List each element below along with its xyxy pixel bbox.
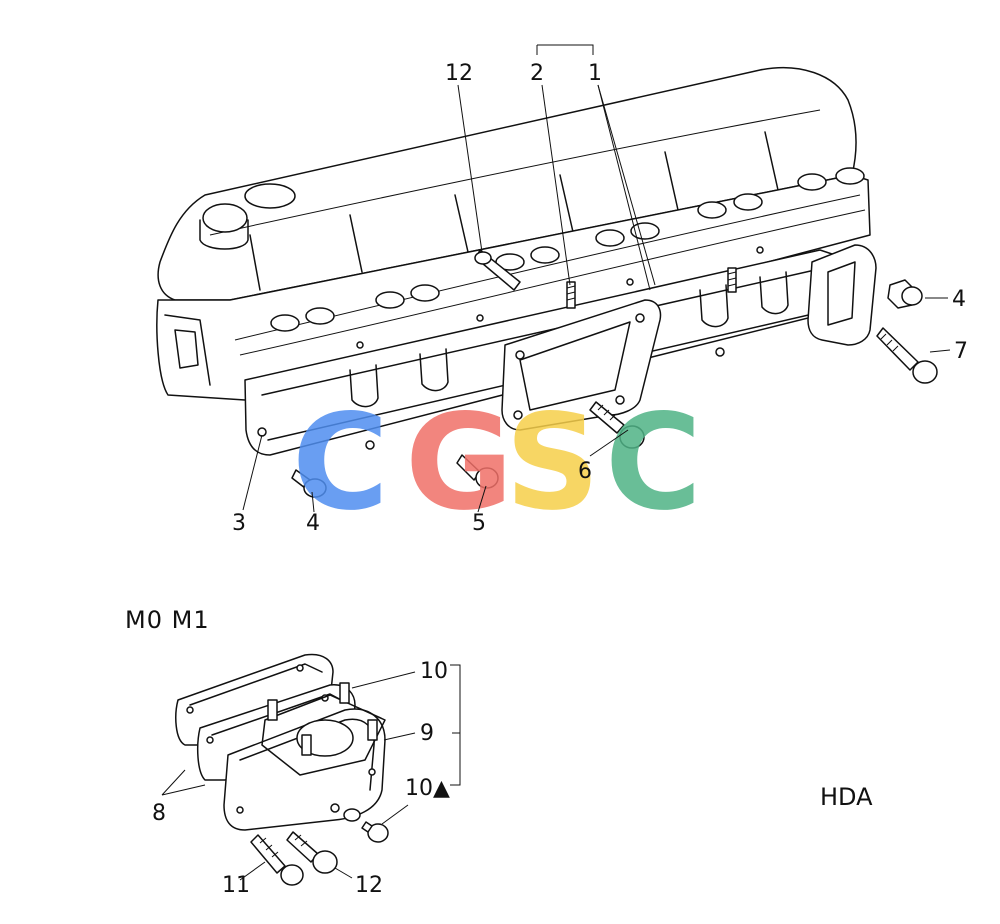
callout-3: 3 xyxy=(232,511,246,536)
callout-9: 9 xyxy=(420,721,434,746)
callout-6: 6 xyxy=(578,459,592,484)
valve-caps xyxy=(270,167,865,332)
callout-10-top: 10 xyxy=(420,659,448,684)
callout-10-bottom: 10▲ xyxy=(405,776,450,801)
bolt-12-top xyxy=(474,249,521,291)
callout-5: 5 xyxy=(472,511,486,536)
callout-4-left: 4 xyxy=(306,511,320,536)
bolt-6 xyxy=(589,401,645,449)
callout-8: 8 xyxy=(152,801,166,826)
watermark-letter-2: G xyxy=(405,386,513,540)
callout-12-top: 12 xyxy=(445,61,473,86)
sub-studs xyxy=(267,682,378,756)
callout-11: 11 xyxy=(222,873,250,898)
end-flange xyxy=(807,244,877,346)
leader-lines xyxy=(242,44,951,513)
callout-12-bottom: 12 xyxy=(355,873,383,898)
bolt-4-right xyxy=(887,279,923,309)
callout-4-right: 4 xyxy=(952,287,966,312)
watermark-letter-4: C xyxy=(605,386,702,540)
callout-2: 2 xyxy=(530,61,544,86)
outlet-flange xyxy=(501,299,662,431)
sub-leader-lines xyxy=(161,664,461,881)
model-code: HDA xyxy=(820,783,873,811)
bolt-7 xyxy=(876,327,938,384)
bolt-4-left xyxy=(291,469,327,498)
adapter-housing xyxy=(223,694,386,831)
sub-bolts xyxy=(250,831,338,886)
variant-label: M0 M1 xyxy=(125,606,210,634)
valve-cover xyxy=(157,66,857,301)
watermark-letter-1: C xyxy=(292,386,389,540)
studs xyxy=(566,267,737,309)
sub-washer-bolt xyxy=(343,808,389,843)
watermark: C G S C xyxy=(292,386,702,540)
bolt-5 xyxy=(456,454,499,489)
callout-7: 7 xyxy=(954,339,968,364)
watermark-letter-3: S xyxy=(505,386,600,540)
callout-1: 1 xyxy=(588,61,602,86)
